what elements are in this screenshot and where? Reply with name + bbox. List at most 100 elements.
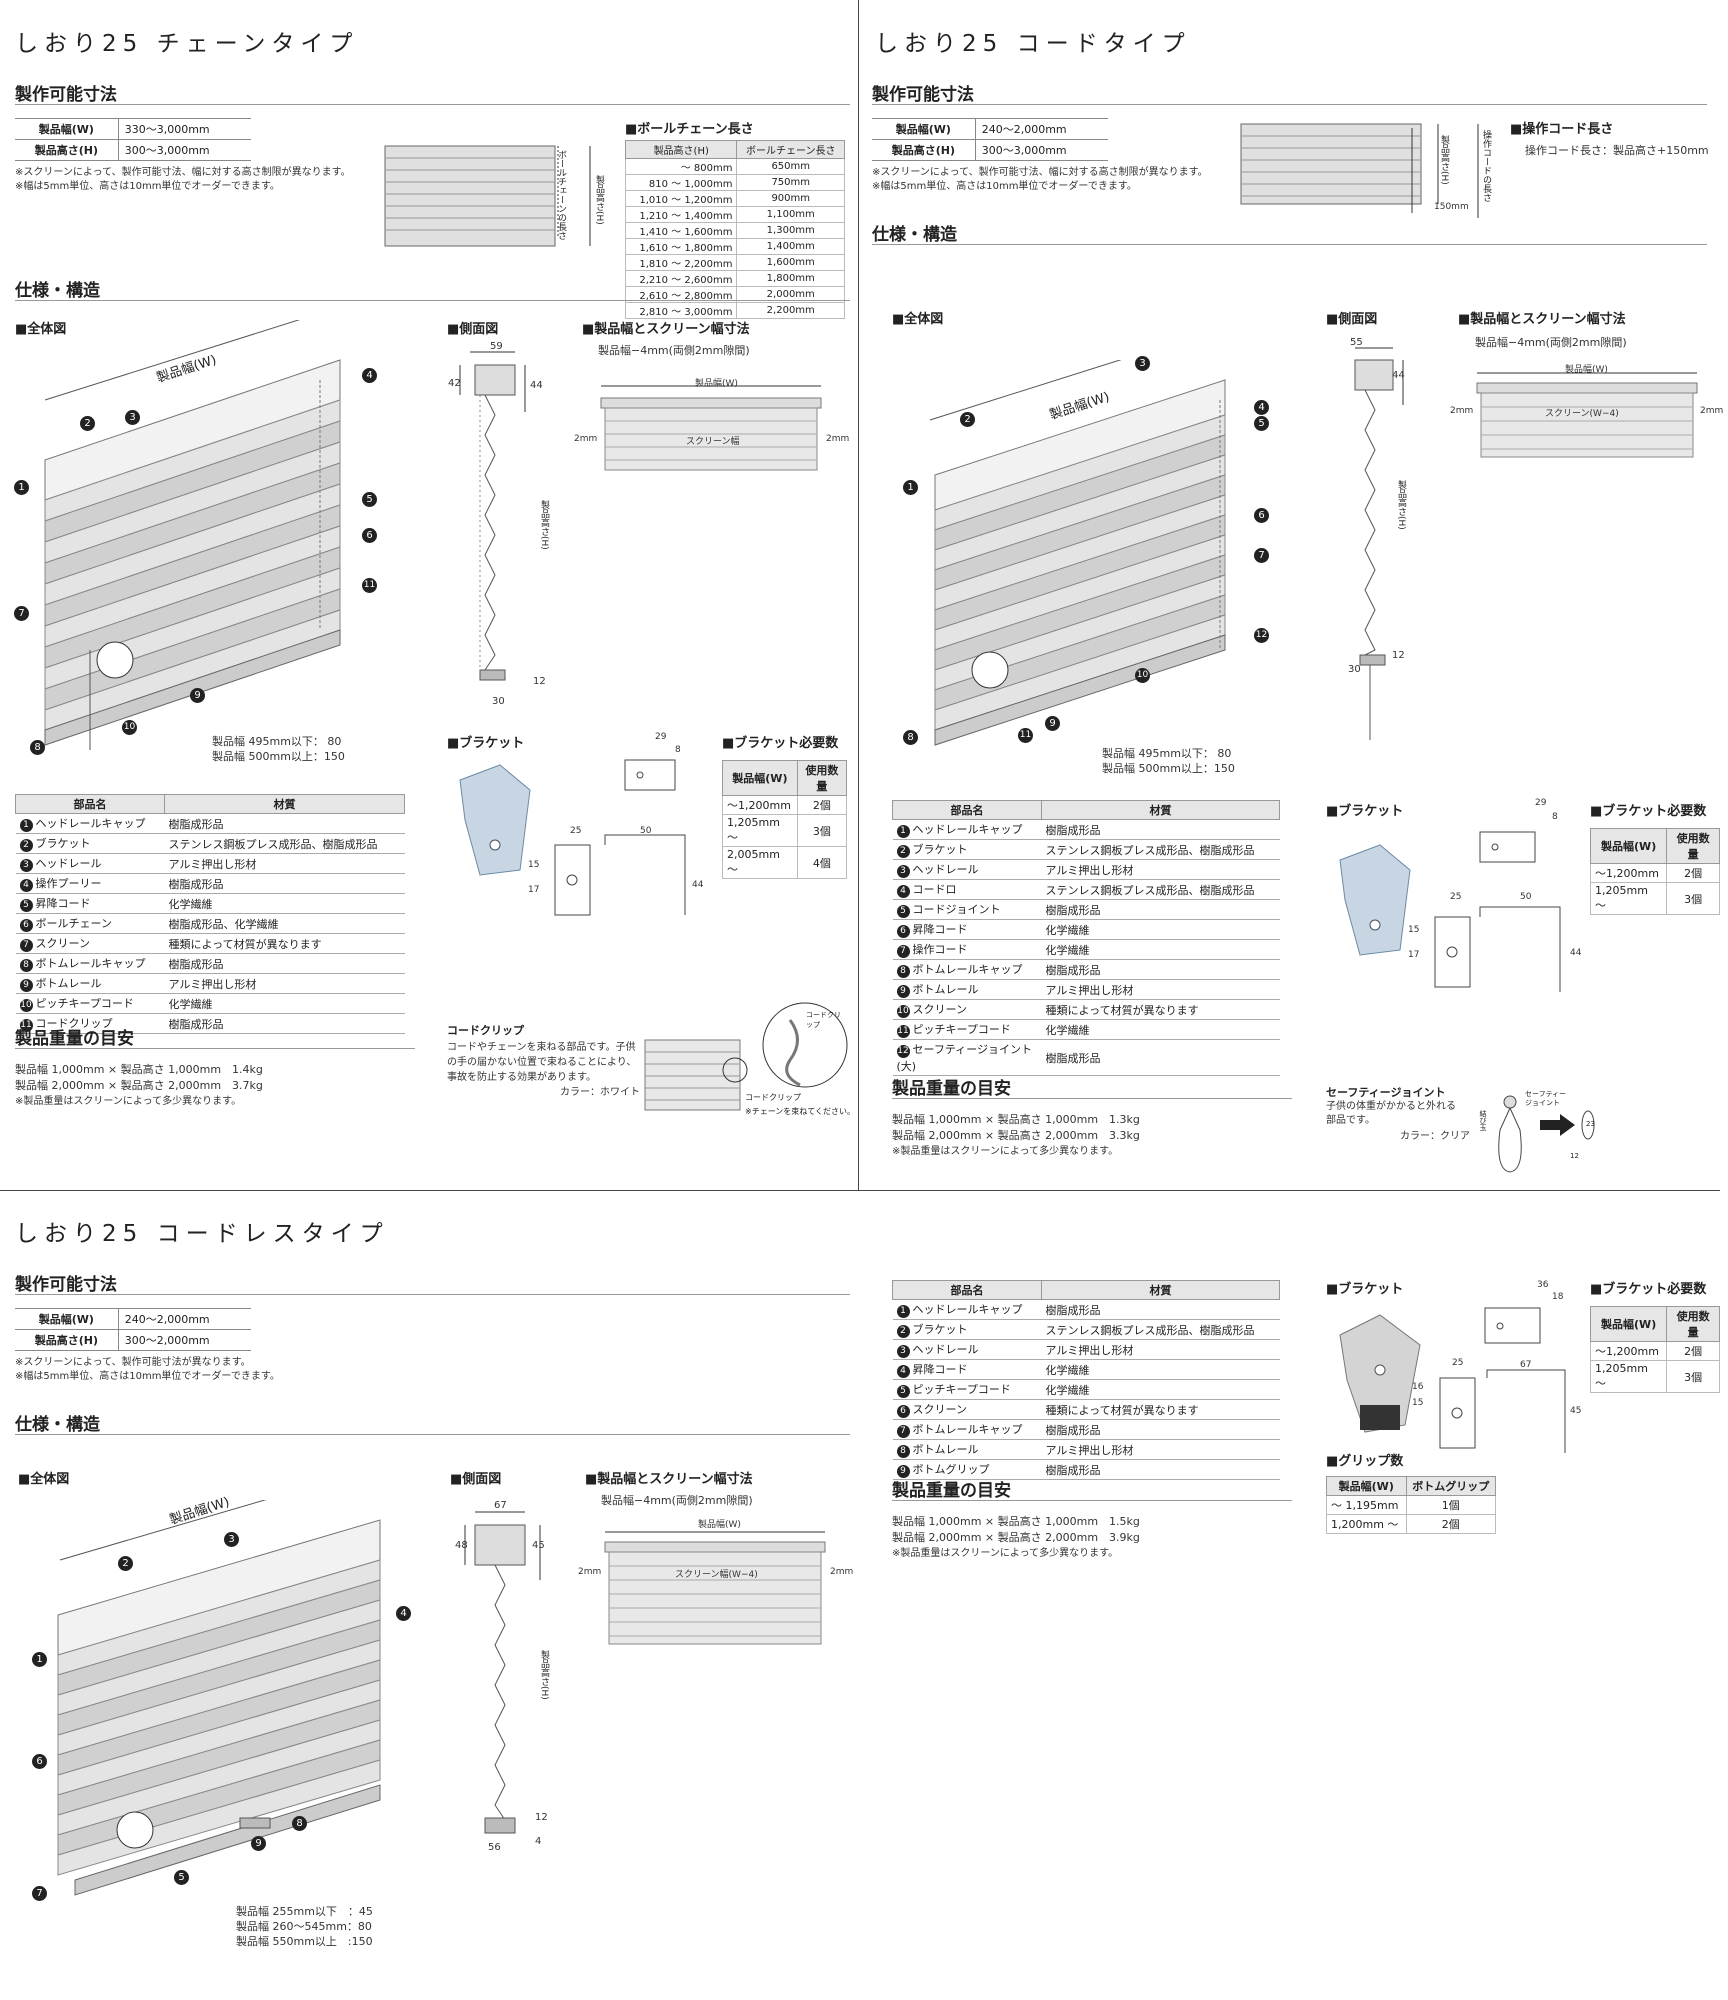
- part-number-badge: 4: [896, 885, 910, 898]
- chain-clip-label-c: ※チェーンを束ねてください。: [745, 1107, 856, 1116]
- table-cell: 2個: [1666, 1341, 1720, 1361]
- part-number-badge: 1: [19, 819, 33, 832]
- chain-len-label: ボールチェーンの長さ: [556, 150, 566, 240]
- part-label: ヘッドレール: [912, 1343, 979, 1356]
- part-number-badge: 2: [896, 845, 910, 858]
- dim-value: 240～2,000mm: [975, 118, 1108, 140]
- part-number-badge: 7: [19, 939, 33, 952]
- chain-weights: 製品幅 1,000mm × 製品高さ 1,000mm 1.4kg 製品幅 2,0…: [15, 1062, 263, 1110]
- part-material: 種類によって材質が異なります: [1041, 999, 1280, 1020]
- dim-value: 330～3,000mm: [118, 118, 251, 140]
- cord-safety-illustration: [1498, 1095, 1595, 1173]
- chain-width-screen: スクリーン幅: [686, 437, 740, 447]
- part-number-badge: 9: [896, 1465, 910, 1478]
- note-line: 製品幅 495mm以下： 80: [1102, 747, 1232, 760]
- part-label: ボトムレールキャップ: [912, 1423, 1023, 1436]
- cordless-bracket-need-label: ■ブラケット必要数: [1590, 1282, 1707, 1297]
- cord-title: しおり25 コードタイプ: [875, 31, 1191, 57]
- callout-5: 5: [1254, 416, 1269, 431]
- weight-line: 製品幅 2,000mm × 製品高さ 2,000mm 3.3kg: [892, 1129, 1140, 1142]
- part-material: 樹脂成形品: [164, 953, 405, 974]
- cord-dims-table: 製品幅(W)240～2,000mm 製品高さ(H)300～3,000mm: [872, 118, 1108, 161]
- callout-5: 5: [174, 1870, 189, 1885]
- column-header: 製品幅(W): [722, 760, 798, 796]
- callout-4: 4: [362, 368, 377, 383]
- table-row: 製品高さ(H)300～2,000mm: [15, 1329, 251, 1351]
- callout-10: 10: [122, 720, 137, 735]
- part-material: アルミ押出し形材: [1041, 1439, 1280, 1460]
- weight-note: ※製品重量はスクリーンによって多少異なります。: [892, 1548, 1119, 1559]
- chain-width-diagram: [600, 385, 822, 471]
- cord-notes: ※スクリーンによって、製作可能寸法、幅に対する高さ制限が異なります。 ※幅は5m…: [872, 166, 1232, 194]
- chain-bracket-g: 44: [692, 880, 704, 890]
- cord-weight-heading: 製品重量の目安: [892, 1079, 1011, 1099]
- part-number-badge: 8: [896, 965, 910, 978]
- callout-1: 1: [32, 1652, 47, 1667]
- callout-12: 12: [1254, 628, 1269, 643]
- note-line: 製品幅 495mm以下： 80: [212, 735, 342, 748]
- note-line: 製品幅 255mm以下 ：45: [236, 1905, 373, 1918]
- cord-safety-label-a: セーフティー: [1525, 1090, 1567, 1098]
- chain-overall-note: 製品幅 495mm以下： 80 製品幅 500mm以上：150: [212, 734, 345, 764]
- callout-8: 8: [30, 740, 45, 755]
- callout-1: 1: [903, 480, 918, 495]
- callout-8: 8: [903, 730, 918, 745]
- part-label: ピッチキープコード: [35, 997, 134, 1010]
- table-cell: 4個: [796, 846, 848, 879]
- table-cell: 3個: [796, 814, 848, 847]
- weight-note: ※製品重量はスクリーンによって多少異なります。: [15, 1096, 242, 1107]
- table-cell: 1,410 ～ 1,600mm: [624, 222, 738, 239]
- chain-table-title: ■ボールチェーン長さ: [625, 122, 754, 137]
- cord-safety-label-c: 結び玉: [1479, 1110, 1487, 1131]
- cordless-bracket-e: 15: [1412, 1398, 1424, 1408]
- note-line: ※スクリーンによって、製作可能寸法、幅に対する高さ制限が異なります。: [15, 167, 351, 178]
- column-header: ボトムグリップ: [1405, 1476, 1497, 1496]
- part-number-badge: 3: [896, 865, 910, 878]
- part-label: 昇降コード: [912, 923, 968, 936]
- table-header-row: 部品名材質: [15, 794, 405, 814]
- chain-notes: ※スクリーンによって、製作可能寸法、幅に対する高さ制限が異なります。 ※幅は5m…: [15, 166, 375, 194]
- column-header: ボールチェーン長さ: [736, 140, 845, 159]
- note-line: ※幅は5mm単位、高さは10mm単位でオーダーできます。: [15, 181, 280, 192]
- callout-9: 9: [1045, 716, 1060, 731]
- table-row: 製品高さ(H)300～3,000mm: [872, 139, 1108, 161]
- part-material: アルミ押出し形材: [1041, 1339, 1280, 1360]
- part-material: 樹脂成形品: [1041, 1459, 1280, 1480]
- table-cell: 1,205mm ～: [722, 814, 798, 847]
- clip-line: の手の届かない位置で束ねることにより、: [447, 1057, 637, 1068]
- part-number-badge: 4: [896, 1365, 910, 1378]
- cordless-weight-rule: [892, 1500, 1292, 1501]
- part-label: ブラケット: [35, 837, 91, 850]
- part-label: ヘッドレールキャップ: [912, 1303, 1023, 1316]
- cordless-side-w: 67: [494, 1500, 507, 1511]
- callout-3: 3: [125, 410, 140, 425]
- dim-value: 300～3,000mm: [975, 139, 1108, 161]
- part-number-badge: 11: [896, 1025, 910, 1038]
- part-material: 樹脂成形品、化学繊維: [164, 913, 405, 934]
- cord-side-b2: 12: [1392, 650, 1405, 661]
- chain-clip-illustration: [644, 1002, 848, 1111]
- cord-cord-text: 操作コード長さ：製品高さ+150mm: [1525, 144, 1709, 157]
- cord-side-label: ■側面図: [1326, 312, 1378, 327]
- part-material: 樹脂成形品: [1041, 1299, 1280, 1320]
